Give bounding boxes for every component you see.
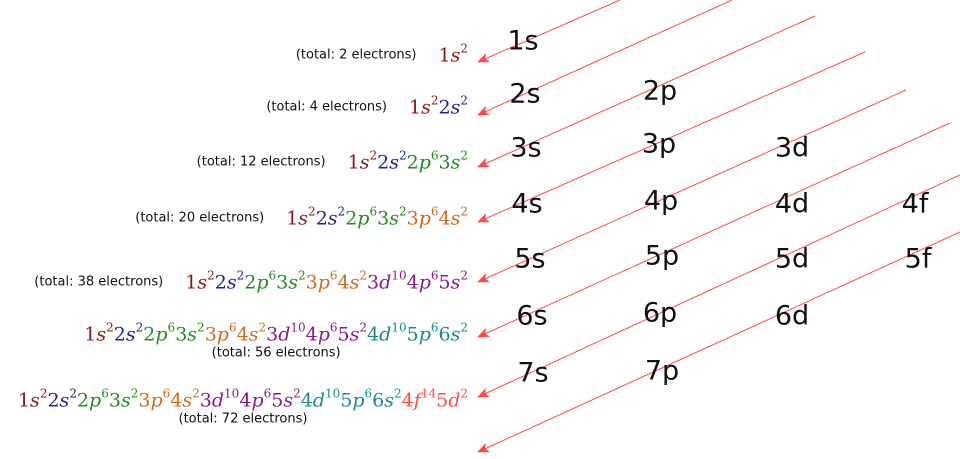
orbital-term: 4p6 (406, 268, 439, 294)
electron-configuration: 1s22s22p63s23p64s2 (286, 204, 469, 230)
arrow-2 (477, 0, 733, 116)
orbital-term: 3p6 (406, 204, 439, 230)
orbital-term: 2s2 (377, 148, 407, 174)
electron-total-label: (total: 4 electrons) (266, 99, 387, 115)
configuration-row: (total: 20 electrons) 1s22s22p63s23p64s2 (135, 204, 469, 230)
orbital-4d: 4d (774, 188, 810, 220)
orbital-term: 2p6 (345, 204, 378, 230)
orbital-5d: 5d (774, 243, 810, 275)
orbital-term: 2s2 (438, 93, 469, 119)
configuration-row: (total: 4 electrons) 1s22s2 (266, 93, 469, 119)
orbital-term: 1s2 (185, 268, 215, 294)
orbital-term: 5d2 (436, 386, 468, 412)
orbital-term: 4d10 (300, 386, 341, 412)
orbital-term: 3s2 (438, 148, 469, 174)
configuration-row: 1s22s22p63s23p64s23d104p65s24d105p66s24f… (17, 386, 468, 427)
orbital-term: 2p6 (406, 148, 439, 174)
orbital-term: 1s2 (409, 93, 439, 119)
orbital-term: 2s2 (315, 204, 346, 230)
orbital-term: 3s2 (377, 204, 407, 230)
orbital-term: 3s2 (108, 386, 139, 412)
electron-configuration: 1s22s22p63s23p64s23d104p65s24d105p66s24f… (17, 386, 468, 412)
orbital-3d: 3d (774, 132, 810, 164)
orbital-term: 3s2 (276, 268, 306, 294)
orbital-6p: 6p (642, 297, 678, 329)
orbital-term: 3d10 (367, 268, 407, 294)
electron-configuration: 1s22s2 (409, 93, 469, 119)
orbital-term: 3s2 (175, 320, 205, 346)
orbital-term: 1s2 (286, 204, 316, 230)
orbital-term: 4s2 (438, 204, 469, 230)
electron-total-label: (total: 12 electrons) (196, 154, 326, 170)
orbital-6s: 6s (516, 300, 548, 332)
arrow-3 (477, 15, 816, 168)
orbital-term: 6s2 (438, 320, 469, 346)
orbital-7s: 7s (517, 357, 549, 389)
orbital-6d: 6d (774, 300, 810, 332)
orbital-4s: 4s (511, 188, 543, 220)
orbital-term: 5s2 (438, 268, 469, 294)
orbital-term: 2p6 (76, 386, 109, 412)
electron-configuration: 1s22s22p63s2 (347, 148, 469, 174)
arrow-1 (477, 0, 621, 63)
orbital-term: 5p6 (340, 386, 373, 412)
orbital-1s: 1s (507, 25, 539, 57)
orbital-term: 2p6 (143, 320, 176, 346)
electron-total-label: (total: 2 electrons) (295, 47, 417, 63)
electron-configuration: 1s22s22p63s23p64s23d104p65s2 (185, 268, 469, 294)
arrow-5 (477, 89, 907, 283)
arrow-4 (477, 51, 866, 223)
configuration-row: (total: 2 electrons) 1s2 (295, 41, 469, 67)
orbital-term: 6s2 (372, 386, 402, 412)
orbital-term: 1s2 (17, 386, 48, 412)
orbital-term: 2s2 (214, 268, 245, 294)
electron-total-label: (total: 72 electrons) (178, 411, 308, 427)
orbital-5f: 5f (904, 243, 932, 275)
electron-total-label: (total: 20 electrons) (135, 210, 265, 226)
orbital-term: 4s2 (236, 320, 267, 346)
orbital-term: 4d10 (367, 320, 407, 346)
arrow-6 (477, 122, 951, 338)
orbital-2s: 2s (509, 78, 541, 110)
electron-total-label: (total: 56 electrons) (211, 345, 341, 361)
orbital-term: 3p6 (138, 386, 171, 412)
orbital-7p: 7p (644, 355, 680, 387)
orbital-term: 5p6 (406, 320, 439, 346)
orbital-term: 1s2 (438, 41, 469, 67)
orbital-term: 2p6 (244, 268, 277, 294)
orbital-term: 2s2 (47, 386, 77, 412)
orbital-3p: 3p (641, 128, 677, 160)
orbital-term: 5s2 (337, 320, 368, 346)
orbital-2p: 2p (642, 75, 678, 107)
orbital-term: 1s2 (84, 320, 114, 346)
electron-configuration: 1s22s22p63s23p64s23d104p65s24d105p66s2 (84, 320, 469, 346)
orbital-term: 4p6 (239, 386, 272, 412)
orbital-term: 4s2 (337, 268, 368, 294)
configuration-row: (total: 12 electrons) 1s22s22p63s2 (196, 148, 469, 174)
orbital-term: 3p6 (204, 320, 237, 346)
configuration-row: 1s22s22p63s23p64s23d104p65s24d105p66s2(t… (84, 320, 469, 361)
orbital-term: 4f14 (401, 386, 437, 412)
orbital-term: 4s2 (170, 386, 200, 412)
orbital-term: 3d10 (266, 320, 306, 346)
orbital-term: 3d10 (199, 386, 240, 412)
orbital-term: 1s2 (347, 148, 378, 174)
orbital-4p: 4p (643, 185, 679, 217)
orbital-5p: 5p (644, 240, 680, 272)
orbital-term: 2s2 (113, 320, 144, 346)
arrow-8 (477, 231, 960, 453)
arrow-7 (477, 174, 960, 398)
electron-configuration: 1s2 (438, 41, 469, 67)
configuration-row: (total: 38 electrons) 1s22s22p63s23p64s23… (34, 268, 469, 294)
electron-total-label: (total: 38 electrons) (34, 274, 164, 290)
orbital-4f: 4f (901, 188, 929, 220)
orbital-5s: 5s (514, 243, 546, 275)
orbital-term: 3p6 (305, 268, 338, 294)
orbital-term: 5s2 (271, 386, 301, 412)
orbital-3s: 3s (510, 132, 542, 164)
orbital-term: 4p6 (305, 320, 338, 346)
